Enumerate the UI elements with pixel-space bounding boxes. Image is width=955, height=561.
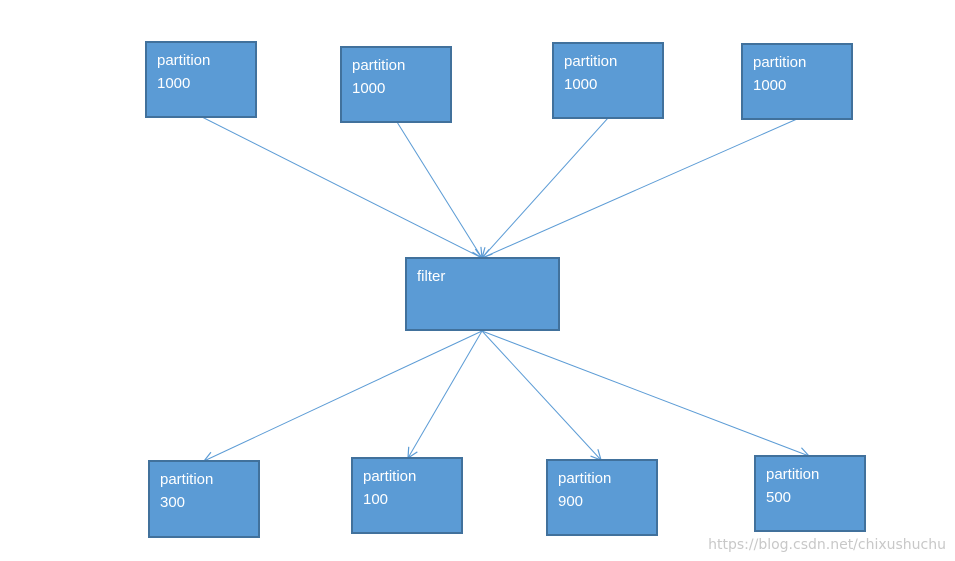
arrow-filter-to-output1 [204,330,483,461]
node-count: 1000 [753,77,787,94]
arrow-input1-to-filter [201,116,482,258]
node-count: 900 [558,493,584,510]
output-partition-3[interactable]: partition 900 [546,459,658,536]
node-label: partition [352,57,406,74]
arrow-input4-to-filter [482,118,798,258]
filter-label: filter [417,268,446,285]
node-label: partition [564,53,618,70]
node-label: partition [766,466,820,483]
node-count: 300 [160,494,186,511]
node-label: partition [363,468,417,485]
arrow-input2-to-filter [396,121,482,258]
arrow-filter-to-output2 [408,330,483,458]
watermark-text: https://blog.csdn.net/chixushuchu [708,537,946,553]
node-label: partition [160,471,214,488]
node-count: 1000 [352,80,386,97]
input-partition-2[interactable]: partition 1000 [340,46,452,123]
arrow-filter-to-output3 [481,330,601,460]
arrow-input3-to-filter [482,117,609,258]
input-partition-4[interactable]: partition 1000 [741,43,853,120]
node-label: partition [157,52,211,69]
output-partition-1[interactable]: partition 300 [148,460,260,538]
node-label: partition [558,470,612,487]
node-count: 100 [363,491,389,508]
node-label: partition [753,54,807,71]
output-partition-2[interactable]: partition 100 [351,457,463,534]
node-count: 1000 [564,76,598,93]
node-count: 500 [766,489,792,506]
filter-box[interactable]: filter [405,257,560,331]
node-count: 1000 [157,75,191,92]
arrow-filter-to-output4 [481,330,809,456]
input-partition-1[interactable]: partition 1000 [145,41,257,118]
input-partition-3[interactable]: partition 1000 [552,42,664,119]
output-partition-4[interactable]: partition 500 [754,455,866,532]
